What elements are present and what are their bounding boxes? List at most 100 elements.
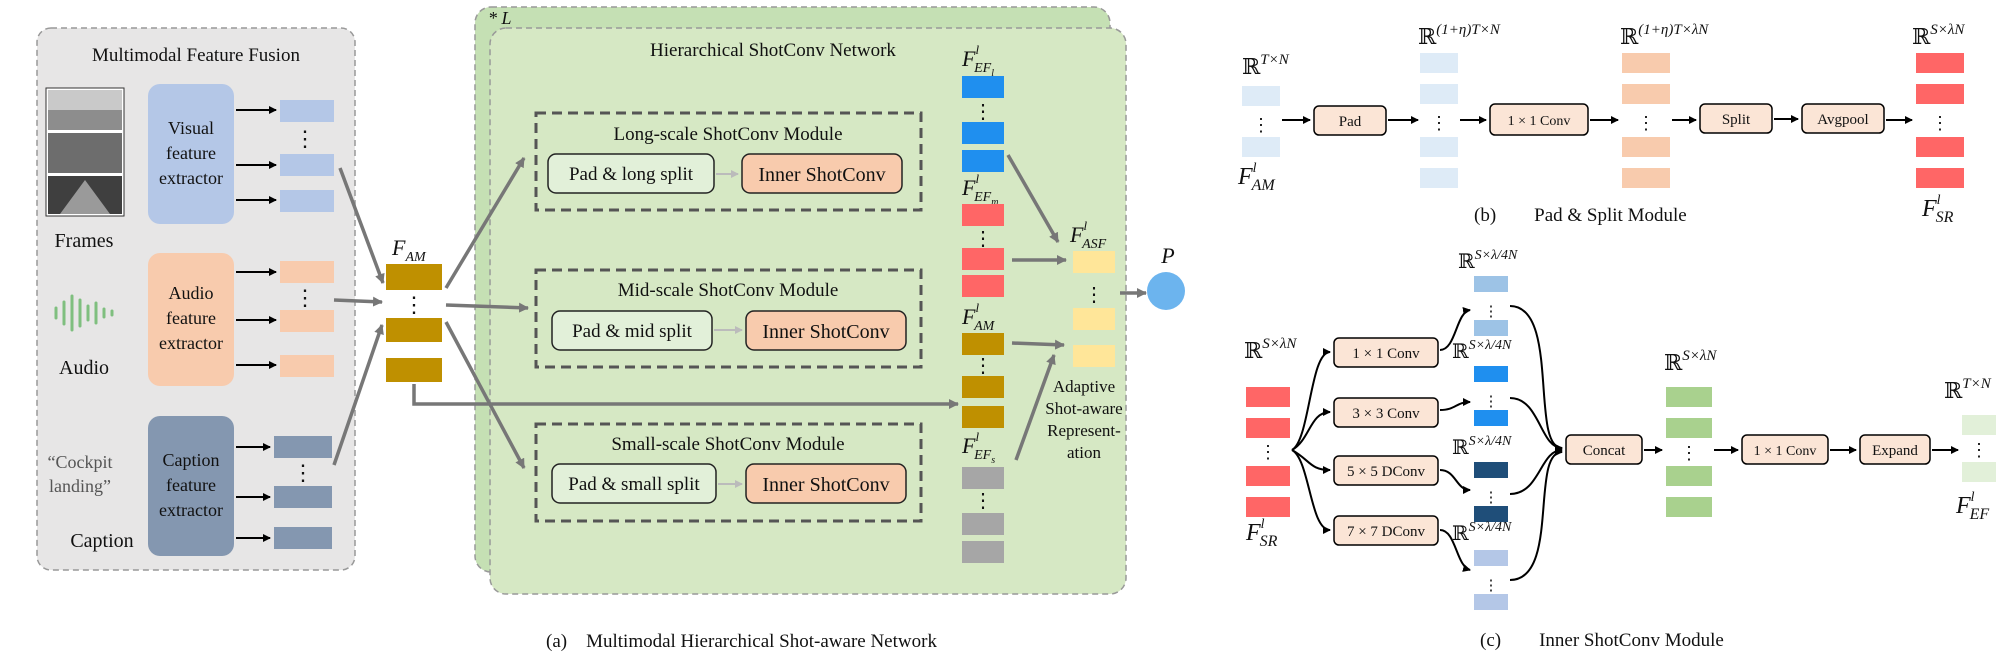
mid-split-label: Pad & mid split (572, 321, 693, 342)
mid-module-box (534, 268, 923, 369)
b-r-out: ℝS×λN (1912, 22, 1965, 49)
f-efl-ellipsis: ⋮ (973, 101, 993, 123)
p-circle (1147, 272, 1185, 310)
c-expand-box (1859, 434, 1931, 465)
f-asf-features (1073, 251, 1115, 367)
c-r-branch2: ℝS×λ/4N (1452, 338, 1512, 363)
b-conv-features (1622, 53, 1670, 188)
repeat-label: * L (488, 8, 512, 28)
audio-ellipsis: ⋮ (294, 285, 316, 310)
b-pad-box (1313, 105, 1387, 136)
c-conv3-box (1333, 397, 1439, 428)
caption-extractor-line1: Caption (163, 450, 220, 470)
caption-quote-2: landing” (49, 476, 111, 496)
visual-ellipsis: ⋮ (294, 126, 316, 151)
c-dconv7-label: 7 × 7 DConv (1347, 524, 1426, 540)
c-conv-out-box (1741, 434, 1829, 465)
long-split-label: Pad & long split (569, 164, 694, 185)
f-efs-features (962, 467, 1004, 563)
caption-extractor-line2: feature (166, 475, 216, 495)
caption-quote-1: “Cockpit (48, 452, 113, 472)
audio-extractor-line1: Audio (169, 283, 214, 303)
mid-inner-label: Inner ShotConv (762, 321, 889, 343)
adaptive-line4: ation (1067, 443, 1101, 462)
c-conv3-label: 3 × 3 Conv (1352, 406, 1420, 422)
c-r-branch3: ℝS×λ/4N (1452, 434, 1512, 459)
mid-inner-box (745, 310, 907, 351)
caption-label: Caption (70, 530, 133, 552)
c-mid-ellipsis: ⋮ (1680, 443, 1698, 463)
c-dconv7-box (1333, 515, 1439, 546)
b-avgpool-box (1801, 103, 1885, 134)
long-module-box (534, 111, 923, 212)
b-r-pad: ℝ(1+η)T×N (1418, 22, 1501, 49)
visual-extractor-box (148, 84, 234, 224)
c-out-features (1962, 415, 1996, 482)
audio-extractor-box (148, 253, 234, 386)
audio-features (236, 261, 334, 377)
mid-module-title: Mid-scale ShotConv Module (618, 280, 839, 301)
c-branch1-ellipsis: ⋮ (1484, 304, 1499, 320)
f-asf-ellipsis: ⋮ (1084, 284, 1104, 306)
c-branch1-features (1474, 276, 1508, 336)
b-input-features (1242, 86, 1280, 157)
long-split-box (547, 153, 715, 194)
adaptive-line1: Adaptive (1053, 377, 1115, 396)
c-concat-label: Concat (1583, 443, 1626, 459)
skip-connection (412, 384, 959, 409)
c-r-out: ℝT×N (1944, 376, 1992, 403)
b-split-label: Split (1722, 112, 1751, 128)
caption-a: (a) Multimodal Hierarchical Shot-aware N… (546, 631, 937, 652)
b-r-txn: ℝT×N (1242, 52, 1290, 79)
b-out-ellipsis: ⋮ (1931, 113, 1949, 133)
c-r-branch4: ℝS×λ/4N (1452, 520, 1512, 545)
b-input-ellipsis: ⋮ (1252, 115, 1270, 135)
fam-ellipsis: ⋮ (403, 292, 425, 317)
b-pad-features (1420, 53, 1458, 188)
small-split-box (551, 463, 717, 504)
c-branch2-features (1474, 366, 1508, 426)
c-r-mid: ℝS×λN (1664, 348, 1717, 375)
small-module-box (534, 422, 923, 523)
f-efm-ellipsis: ⋮ (973, 228, 993, 250)
f-efs-ellipsis: ⋮ (973, 490, 993, 512)
small-split-label: Pad & small split (568, 474, 700, 495)
fam-features (386, 264, 442, 382)
c-mid-features (1666, 387, 1712, 517)
asf-arrows (1006, 154, 1067, 461)
frames-image (45, 87, 125, 217)
mid-split-box (551, 310, 713, 351)
c-input-features (1246, 387, 1290, 517)
f-am-col-features (962, 333, 1004, 428)
c-branch4-features (1474, 550, 1508, 610)
caption-extractor-box (148, 416, 234, 556)
audio-extractor-line3: extractor (159, 333, 223, 353)
c-merge-arrows (1509, 305, 1563, 581)
panel-a: Multimodal Feature Fusion Frames Audio “… (36, 6, 1185, 652)
c-branch3-features (1474, 462, 1508, 522)
c-conv1-box (1333, 337, 1439, 368)
c-r-branch1: ℝS×λ/4N (1458, 248, 1518, 273)
p-label: P (1160, 243, 1174, 268)
b-out-features (1916, 53, 1964, 188)
fam-label: FAM (391, 235, 427, 265)
b-split-box (1699, 103, 1773, 134)
caption-b: (b) Pad & Split Module (1474, 205, 1687, 226)
visual-extractor-line3: extractor (159, 168, 223, 188)
b-conv-box (1489, 103, 1589, 136)
c-input-ellipsis: ⋮ (1259, 442, 1277, 462)
long-module-title: Long-scale ShotConv Module (613, 124, 842, 145)
c-dconv5-box (1333, 455, 1439, 486)
audio-extractor-line2: feature (166, 308, 216, 328)
c-branch4-ellipsis: ⋮ (1484, 578, 1499, 594)
branch-arrows (444, 157, 529, 469)
hier-title: Hierarchical ShotConv Network (650, 40, 896, 61)
caption-ellipsis: ⋮ (292, 460, 314, 485)
c-branch3-ellipsis: ⋮ (1484, 490, 1499, 506)
visual-extractor-line1: Visual (168, 118, 214, 138)
f-am-col-ellipsis: ⋮ (973, 355, 993, 377)
